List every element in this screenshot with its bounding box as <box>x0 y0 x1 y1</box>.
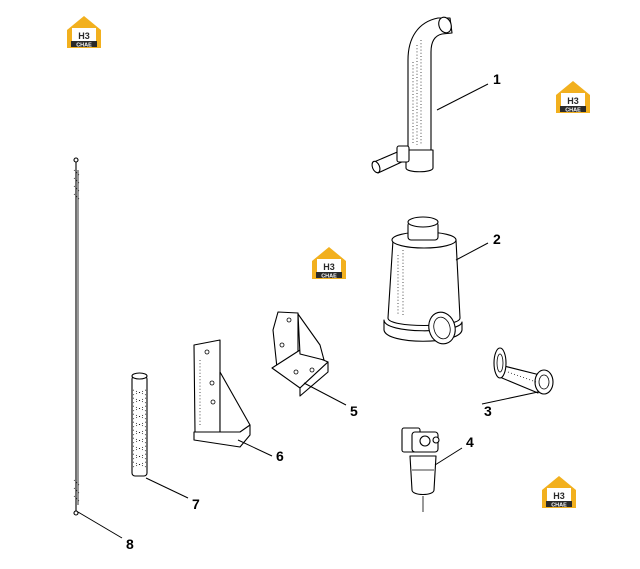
watermark-mark: H3 <box>553 491 565 501</box>
callout-3: 3 <box>484 403 492 419</box>
watermark-mark: H3 <box>323 262 335 272</box>
watermark-sub: CHAE <box>321 274 337 280</box>
callout-4: 4 <box>466 434 474 450</box>
watermark-logo: H3 CHAE <box>542 476 576 509</box>
callout-1: 1 <box>493 71 501 87</box>
part-3-elbow-pipe <box>493 347 554 395</box>
callout-7: 7 <box>192 496 200 512</box>
watermark-mark: H3 <box>567 96 579 106</box>
watermark-sub: CHAE <box>551 503 567 509</box>
leader-lines <box>77 83 539 539</box>
callout-5: 5 <box>350 403 358 419</box>
part-6-support <box>193 339 251 448</box>
watermark-logo: H3 CHAE <box>312 247 346 280</box>
part-7-hose <box>131 372 148 477</box>
callout-8: 8 <box>126 536 134 552</box>
watermark-sub: CHAE <box>76 43 92 49</box>
callout-numbers: 1 2 3 4 5 6 7 8 <box>126 71 501 552</box>
watermark-mark: H3 <box>78 31 90 41</box>
callout-6: 6 <box>276 448 284 464</box>
part-5-bracket <box>271 311 329 397</box>
watermark-sub: CHAE <box>565 108 581 114</box>
watermark-logo: H3 CHAE <box>67 16 101 49</box>
part-8-rod <box>73 157 80 516</box>
watermark-logo: H3 CHAE <box>556 81 590 114</box>
callout-2: 2 <box>493 231 501 247</box>
part-1-exhaust-stack <box>371 16 453 174</box>
part-2-muffler <box>383 216 463 345</box>
part-4-filter <box>401 427 440 512</box>
